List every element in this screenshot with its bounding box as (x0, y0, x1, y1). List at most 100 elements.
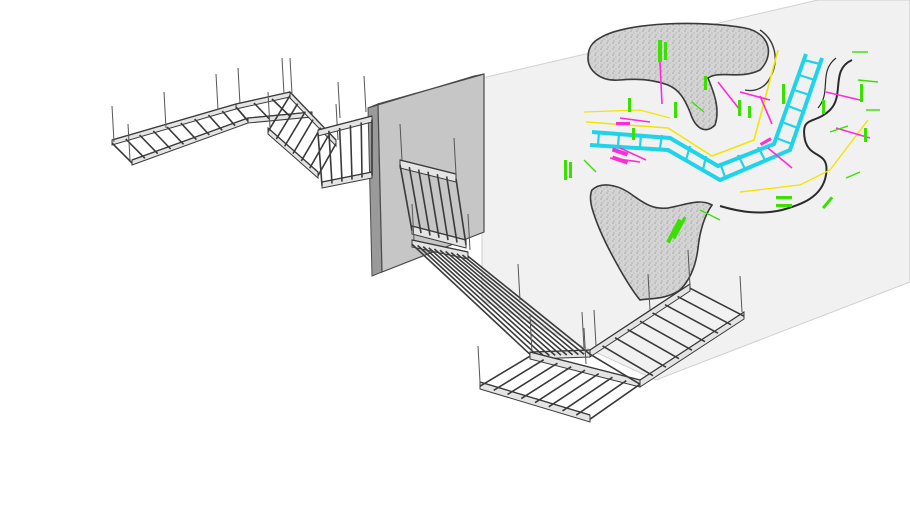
tray-segment-8-rung (652, 312, 706, 343)
tray-segment-8-hanger-rod (647, 273, 651, 311)
tray-segment-7 (477, 315, 641, 423)
tray-segment-2-hanger-rod (281, 57, 285, 95)
tray-segment-4-rung (349, 125, 353, 180)
tray-segment-7-rail-top-2 (479, 381, 591, 416)
tray-segment-2-rung (235, 106, 249, 122)
tray-segment-8-rail-top-1 (589, 283, 691, 351)
tray-segment-7-rung (548, 373, 600, 408)
tray-segment-4-rail-top-2 (321, 171, 373, 183)
tray-segment-4-hanger-rod (337, 81, 341, 119)
tray-segment-6-rung (439, 249, 562, 356)
plan-tray (589, 53, 824, 183)
tray-segment-3-rail-top-2 (267, 127, 319, 173)
tray-segment-5-hanger-rod (453, 137, 457, 175)
tray-segment-5-rung (399, 164, 413, 231)
tray-segment-1-rung (138, 134, 159, 155)
tray-segment-6-rail-top-2 (531, 349, 591, 353)
tray-segment-6-rung (433, 248, 556, 357)
tray-segment-1 (111, 73, 249, 166)
tray-segment-3-rung (275, 103, 299, 140)
tray-segment-1-rung (111, 142, 133, 164)
tray-segment-8-hanger-rod (739, 275, 743, 313)
tray-segment-5-rung (408, 166, 422, 234)
tray-segment-5-rung (427, 171, 440, 238)
magenta-blocks (611, 122, 772, 165)
tray-segment-7-rung (493, 359, 545, 392)
tray-segment-6-rung (450, 251, 574, 356)
wavy-boundary (719, 59, 853, 214)
tray-segment-1-hanger-rod (215, 73, 219, 111)
tray-segment-6-hanger-rod (467, 213, 471, 251)
tray-segment-7-rung (575, 380, 627, 416)
tray-segment-8-rung (677, 295, 732, 326)
tray-segment-8-rung (627, 328, 680, 360)
tray-segment-1-rail-top-2 (131, 117, 249, 161)
tray-segment-1-rung (152, 130, 172, 150)
yellow-offset-line-3 (583, 109, 671, 119)
tray-segment-8-hanger-rod (687, 249, 691, 287)
plan-tray-rail-outer (589, 57, 824, 183)
rock-outline-bottom (589, 184, 714, 301)
tray-segment-6-hanger-rod (411, 203, 415, 241)
tray-segment-3-rung (300, 127, 322, 162)
plan-tray-rungs (596, 58, 821, 178)
tray-segment-6-hanger-rod (581, 311, 585, 349)
tray-segment-5-rung (455, 178, 467, 245)
tray-segment-7-rung (507, 362, 558, 396)
tray-segment-7-rung (520, 366, 572, 400)
tray-segment-6-hanger-rod (517, 263, 521, 301)
tray-segment-7-rung (562, 376, 613, 412)
tray-segment-5 (399, 123, 467, 249)
tray-segment-7-rail-top-1 (529, 351, 641, 381)
tray-segment-6-rail-top-1 (411, 239, 469, 253)
tray-segment-7-hanger-rod (477, 345, 481, 383)
tray-segment-1-rung (180, 122, 198, 141)
tray-segment-6-rung (445, 250, 568, 356)
tray-segment-4-rung (360, 122, 363, 178)
tray-segment-6-rung (461, 254, 585, 356)
tray-segment-4-rail-top-1 (317, 115, 373, 131)
tray-segment-2-rail-top-2 (247, 111, 313, 119)
tray-segment-8 (589, 249, 745, 388)
tray-segment-3-rung (267, 95, 291, 133)
tray-segment-4-rung (338, 127, 343, 182)
tray-segment-3-hanger-rod (289, 57, 293, 95)
tray-segment-3-rung (292, 119, 314, 155)
rock-outline-top (587, 22, 770, 131)
tray-segment-7-hanger-rod (583, 327, 587, 365)
tray-segment-8-rail-top-2 (639, 311, 745, 381)
tray-segment-4-hanger-rod (363, 75, 367, 113)
green-annotations (564, 40, 867, 244)
tray-segment-1-hanger-rod (163, 91, 167, 129)
tray-segment-2-hanger-rod (237, 67, 241, 105)
tray-segment-4 (317, 75, 373, 189)
tray-segment-6-rung (417, 244, 539, 357)
tray-segment-5-hanger-rod (399, 123, 403, 161)
tray-segment-6-rung (422, 246, 545, 357)
tray-segment-5-rail-top-1 (399, 159, 457, 175)
tray-segment-8-hanger-rod (593, 309, 597, 347)
tray-segment-7-rung (479, 355, 531, 387)
tray-segment-5-rail-top-2 (411, 225, 467, 241)
tray-segment-7-rung (534, 369, 586, 404)
green-leaders (583, 51, 880, 221)
wall-top-face (367, 73, 485, 109)
tray-segment-3-hanger-rod (335, 103, 339, 141)
tray-segment-4-rung (317, 133, 323, 186)
tray-segment-8-rung (639, 320, 693, 351)
tray-segment-3-hanger-rod (267, 91, 271, 129)
yellow-offset-line-1 (585, 49, 779, 157)
tray-segment-8-rung (689, 287, 745, 317)
tray-segment-1-hanger-rod (127, 123, 131, 161)
tray-segment-1-rung (166, 126, 185, 145)
cable-tray-run (111, 57, 745, 423)
tray-segment-4-rung (328, 130, 333, 184)
cad-drawing (564, 22, 880, 301)
tray-segment-6-rung (411, 243, 533, 357)
tray-segment-1-hanger-rod (111, 105, 115, 143)
wavy-boundary-inner (817, 57, 837, 109)
tray-segment-6-rung (467, 255, 591, 355)
tray-segment-8-rung (589, 353, 641, 385)
tray-segment-5-rung (417, 169, 431, 236)
